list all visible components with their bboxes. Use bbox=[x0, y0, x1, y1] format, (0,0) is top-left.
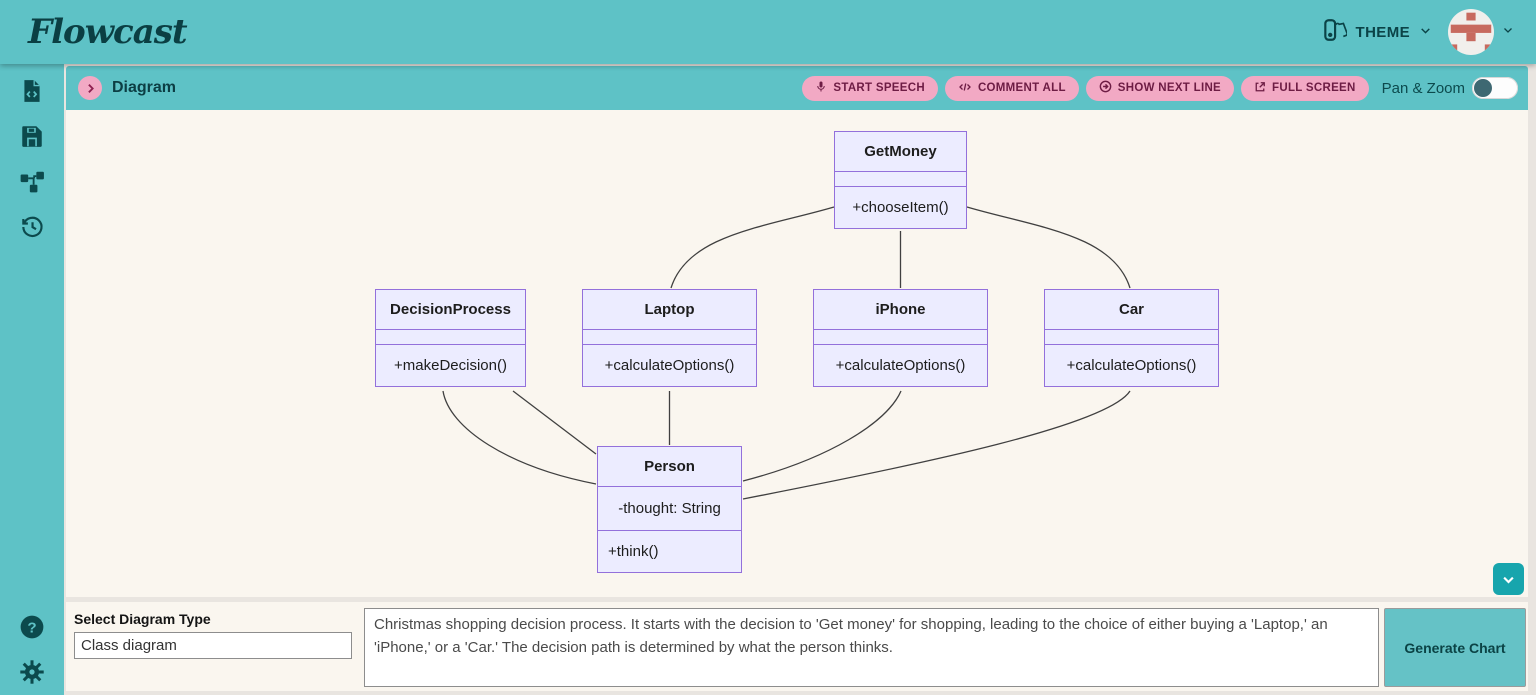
chevron-down-icon bbox=[1419, 24, 1432, 41]
class-attributes bbox=[1045, 329, 1218, 345]
toggle-knob bbox=[1474, 79, 1492, 97]
class-decisionprocess: DecisionProcess +makeDecision() bbox=[375, 289, 526, 387]
class-methods: +calculateOptions() bbox=[1066, 357, 1197, 374]
class-title: Laptop bbox=[644, 301, 695, 318]
diagram-edges bbox=[442, 206, 1131, 500]
user-menu[interactable] bbox=[1448, 9, 1514, 55]
settings-gear-icon[interactable] bbox=[19, 659, 45, 685]
class-methods: +think() bbox=[608, 543, 659, 560]
class-title: DecisionProcess bbox=[390, 301, 511, 318]
class-methods: +calculateOptions() bbox=[604, 357, 735, 374]
pan-zoom-toggle[interactable] bbox=[1472, 77, 1518, 99]
collapse-panel-button[interactable] bbox=[78, 76, 102, 100]
comment-all-button[interactable]: COMMENT ALL bbox=[944, 75, 1079, 101]
sidebar: ? bbox=[0, 64, 64, 695]
prompt-textarea[interactable]: Christmas shopping decision process. It … bbox=[364, 608, 1379, 687]
app-header: Flowcast THEME bbox=[0, 0, 1536, 64]
class-person: Person -thought: String +think() bbox=[597, 446, 742, 573]
class-methods: +makeDecision() bbox=[394, 357, 507, 374]
class-attributes bbox=[376, 329, 525, 345]
button-label: SHOW NEXT LINE bbox=[1117, 82, 1222, 94]
class-title: iPhone bbox=[875, 301, 926, 318]
class-getmoney: GetMoney +chooseItem() bbox=[834, 131, 967, 229]
class-attributes bbox=[583, 329, 756, 345]
theme-label: THEME bbox=[1355, 23, 1410, 41]
code-icon bbox=[958, 81, 972, 96]
app-logo: Flowcast bbox=[28, 12, 188, 52]
class-iphone: iPhone +calculateOptions() bbox=[813, 289, 988, 387]
button-label: START SPEECH bbox=[833, 82, 925, 94]
panel-title: Diagram bbox=[112, 79, 177, 96]
class-title: Car bbox=[1118, 301, 1144, 318]
diagram-type-label: Select Diagram Type bbox=[74, 611, 211, 627]
button-label: COMMENT ALL bbox=[977, 82, 1066, 94]
bottom-panel: Select Diagram Type Class diagram Christ… bbox=[66, 602, 1528, 691]
generate-chart-button[interactable]: Generate Chart bbox=[1384, 608, 1526, 687]
class-methods: +chooseItem() bbox=[852, 199, 949, 216]
class-title: GetMoney bbox=[864, 143, 937, 160]
diagram-type-section: Select Diagram Type Class diagram bbox=[66, 602, 362, 691]
history-icon[interactable] bbox=[19, 213, 45, 239]
button-label: FULL SCREEN bbox=[1272, 82, 1356, 94]
start-speech-button[interactable]: START SPEECH bbox=[802, 75, 938, 101]
avatar bbox=[1448, 9, 1494, 55]
full-screen-button[interactable]: FULL SCREEN bbox=[1241, 75, 1369, 101]
class-attributes bbox=[814, 329, 987, 345]
svg-text:?: ? bbox=[27, 619, 36, 636]
theme-swatch-icon bbox=[1321, 17, 1348, 47]
save-icon[interactable] bbox=[19, 123, 45, 149]
main-area: Diagram START SPEECH COMMENT ALL bbox=[64, 64, 1536, 695]
diagram-canvas: GetMoney +chooseItem() DecisionProcess +… bbox=[66, 110, 1528, 597]
show-next-line-button[interactable]: SHOW NEXT LINE bbox=[1085, 75, 1235, 101]
chevron-down-icon bbox=[1502, 23, 1514, 41]
diagram-panel-header: Diagram START SPEECH COMMENT ALL bbox=[66, 66, 1528, 110]
microphone-icon bbox=[815, 80, 827, 96]
fullscreen-icon bbox=[1254, 81, 1266, 96]
help-icon[interactable]: ? bbox=[19, 614, 45, 640]
pan-zoom-label: Pan & Zoom bbox=[1381, 79, 1465, 97]
diagram-type-select[interactable]: Class diagram bbox=[74, 632, 352, 659]
class-methods: +calculateOptions() bbox=[835, 357, 966, 374]
class-attributes: -thought: String bbox=[598, 486, 741, 531]
class-car: Car +calculateOptions() bbox=[1044, 289, 1219, 387]
arrow-right-circle-icon bbox=[1099, 80, 1112, 96]
class-attributes bbox=[835, 171, 966, 187]
diagram-panel: Diagram START SPEECH COMMENT ALL bbox=[66, 66, 1528, 597]
scroll-down-button[interactable] bbox=[1493, 563, 1524, 595]
class-title: Person bbox=[644, 458, 695, 475]
class-laptop: Laptop +calculateOptions() bbox=[582, 289, 757, 387]
code-file-icon[interactable] bbox=[19, 78, 45, 104]
theme-button[interactable]: THEME bbox=[1321, 17, 1433, 47]
diagram-icon[interactable] bbox=[19, 168, 45, 194]
